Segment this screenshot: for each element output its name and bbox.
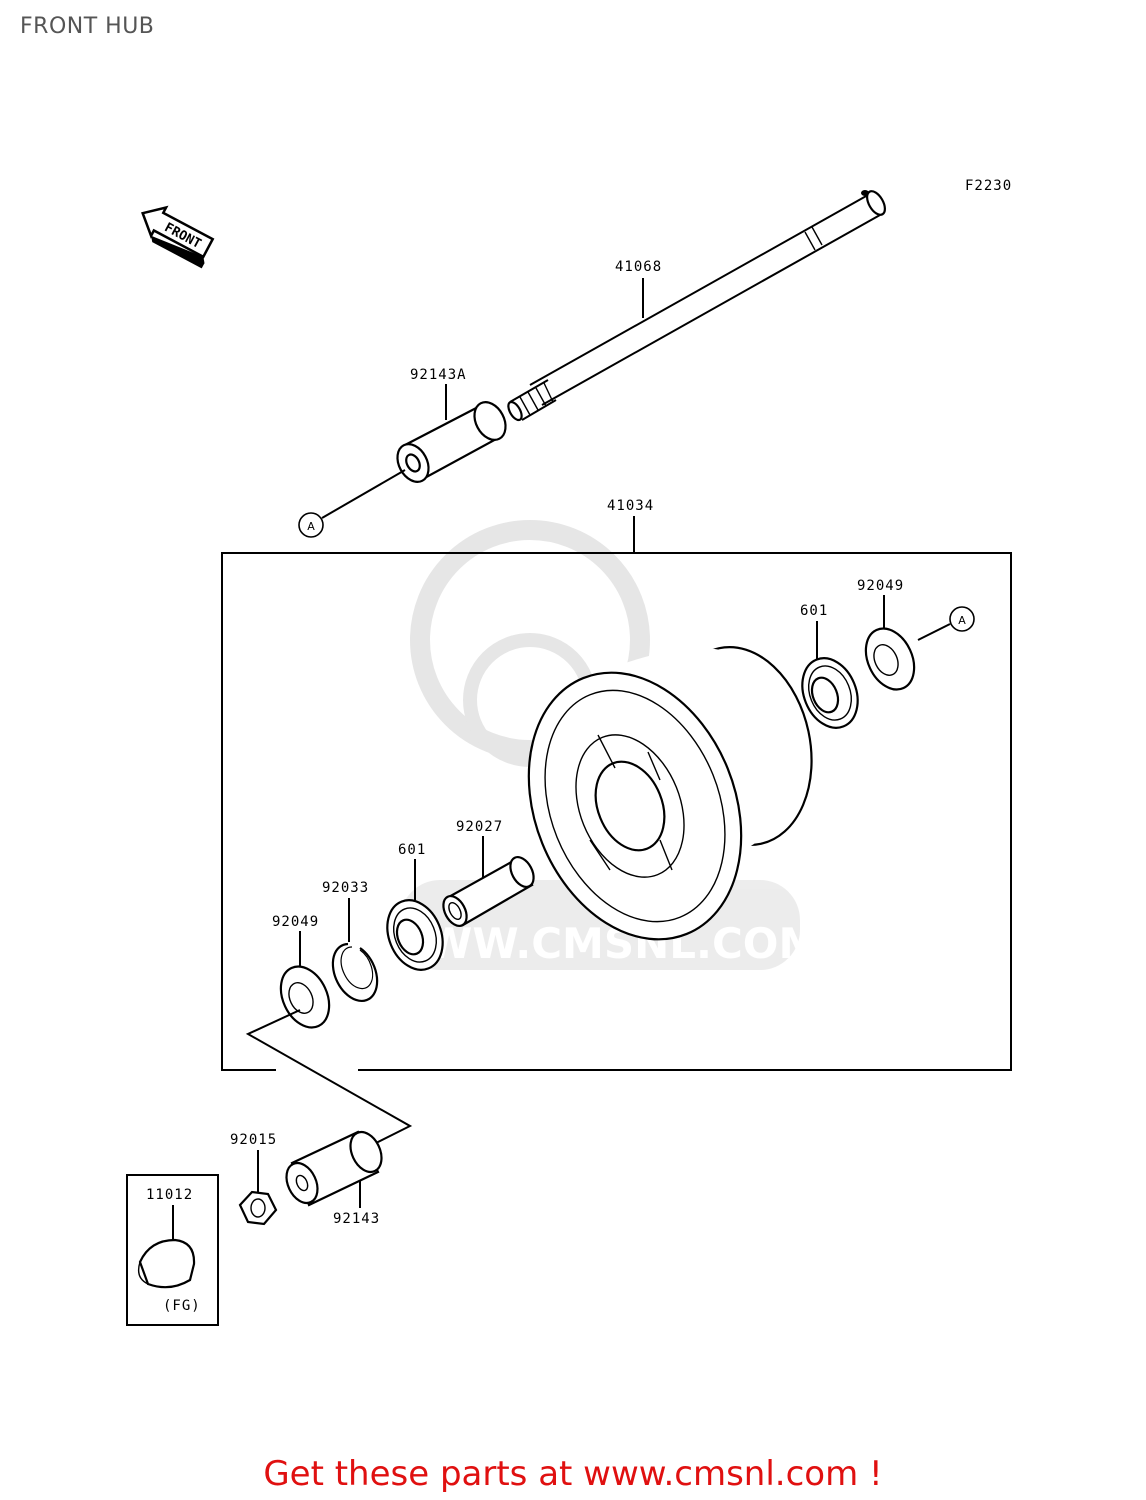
page-title: FRONT HUB — [20, 14, 155, 39]
front-arrow-icon: FRONT — [141, 205, 215, 269]
label-601-right: 601 — [800, 603, 828, 619]
watermark-text: WWW.CMSNL.COM — [380, 919, 821, 968]
label-601-left: 601 — [398, 842, 426, 858]
label-92143A: 92143A — [410, 367, 467, 383]
axle-thread — [507, 379, 557, 422]
label-92049-right: 92049 — [857, 578, 904, 594]
leader-ref-a-right — [917, 623, 951, 641]
figure-code: F2230 — [965, 178, 1012, 194]
cap-box — [126, 1174, 219, 1326]
circlip — [331, 942, 379, 1003]
seal-left — [279, 965, 331, 1029]
fg-note: (FG) — [163, 1298, 201, 1314]
leader-ref-a-left — [321, 469, 406, 519]
label-92143: 92143 — [333, 1211, 380, 1227]
ref-marker-a-right: A — [949, 606, 975, 632]
cap — [137, 1238, 196, 1289]
axle — [507, 190, 886, 422]
label-92049-left: 92049 — [272, 914, 319, 930]
pipe — [442, 856, 535, 927]
footer-link[interactable]: Get these parts at www.cmsnl.com ! — [263, 1454, 883, 1494]
ref-marker-a-right-text: A — [958, 614, 966, 627]
bearing-left — [386, 899, 444, 971]
collar-left — [285, 1130, 383, 1207]
label-92027: 92027 — [456, 819, 503, 835]
nut — [238, 1190, 278, 1226]
seal-right — [864, 627, 916, 691]
label-92015: 92015 — [230, 1132, 277, 1148]
label-41068: 41068 — [615, 259, 662, 275]
leader-collar-connection — [245, 1009, 413, 1153]
ref-marker-a-left-text: A — [307, 520, 315, 533]
bearing-right — [801, 657, 859, 729]
hub-assembly-box — [221, 552, 1012, 1071]
label-92033: 92033 — [322, 880, 369, 896]
hub — [527, 646, 813, 941]
label-11012: 11012 — [146, 1187, 193, 1203]
collar-a — [396, 401, 507, 483]
ref-marker-a-left: A — [298, 512, 324, 538]
label-41034: 41034 — [607, 498, 654, 514]
